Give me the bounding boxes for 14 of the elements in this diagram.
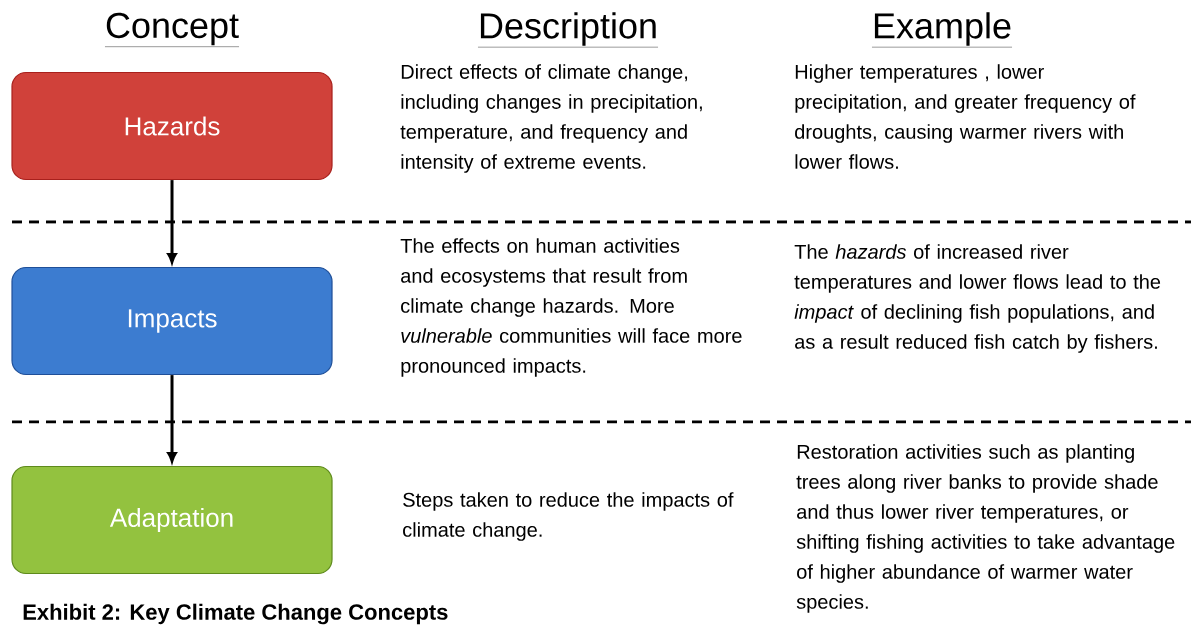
concept-box: Hazards bbox=[11, 71, 333, 181]
arrow bbox=[167, 375, 177, 463]
description-text: The effects on human activities and ecosystems that result from climate change hazards. More vulnerable communities will face more pronounced impacts. bbox=[400, 238, 742, 377]
description-text: Steps taken to reduce the impacts of climate change. bbox=[403, 492, 734, 541]
example-text: Higher temperatures , lower precipitation, and greater frequency of droughts, causing warmer rivers with lower flows. bbox=[795, 64, 1136, 169]
column-header: Example bbox=[871, 12, 1013, 48]
caption: Exhibit 2: Key Climate Change Concepts bbox=[23, 603, 448, 625]
example-text: The hazards of increased river temperatures and lower flows lead to the impact of declining fish populations, and as a result reduced fish catch by fishers. bbox=[794, 244, 1161, 353]
column-header: Description bbox=[477, 12, 659, 48]
arrow bbox=[167, 180, 177, 264]
concept-box: Adaptation bbox=[11, 465, 333, 575]
concept-box: Impacts bbox=[11, 266, 333, 376]
example-text: Restoration activities such as planting trees along river banks to provide shade and thus lower river temperatures, or shifting fishing activities to take advantage of higher abundance of warmer water species. bbox=[796, 444, 1175, 613]
description-text: Direct effects of climate change, including changes in precipitation, temperature, and frequency and intensity of extreme events. bbox=[400, 64, 702, 173]
